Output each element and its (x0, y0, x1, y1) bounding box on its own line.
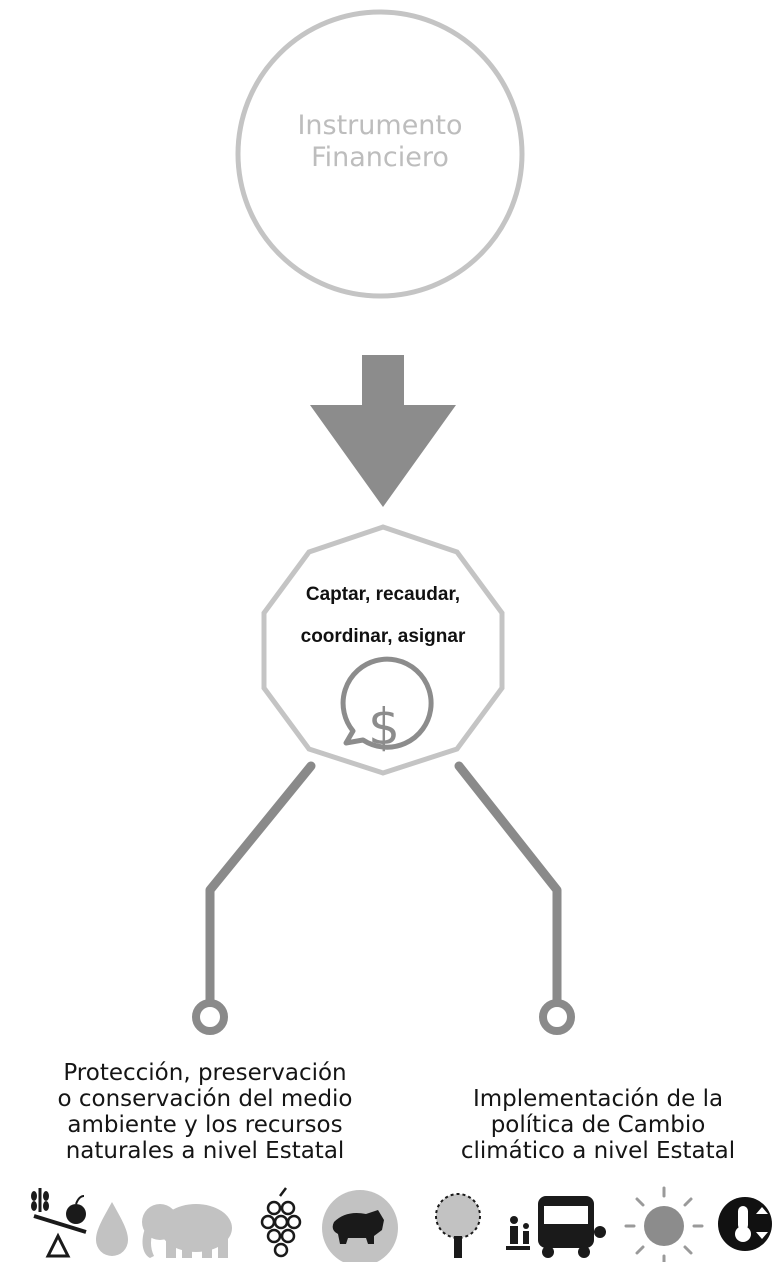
elephant-icon (142, 1204, 232, 1258)
left-branch-line2: o conservación del medio (57, 1086, 352, 1112)
top-node-line2: Financiero (311, 142, 449, 173)
thermometer-icon (718, 1197, 772, 1251)
left-connector (205, 761, 316, 1008)
pig-icon (322, 1190, 398, 1262)
sun-icon (624, 1186, 704, 1262)
svg-text:$: $ (368, 698, 400, 756)
right-branch-text: Implementación de la política de Cambio … (461, 1086, 735, 1164)
right-connector-node (539, 999, 575, 1035)
top-circle (235, 9, 525, 299)
top-node-line1: Instrumento (297, 110, 462, 141)
water-drop-icon (96, 1202, 128, 1256)
left-branch-line1: Protección, preservación (63, 1060, 346, 1086)
hub-line2: coordinar, asignar (301, 626, 466, 647)
down-arrow (310, 355, 456, 507)
left-connector-node (192, 999, 228, 1035)
right-branch-line1: Implementación de la (473, 1086, 723, 1112)
left-branch-text: Protección, preservación o conservación … (57, 1060, 352, 1164)
hub-node: Captar, recaudar, coordinar, asignar $ (261, 524, 505, 776)
grapes-icon (260, 1187, 302, 1258)
right-branch-line3: climático a nivel Estatal (461, 1138, 735, 1164)
left-branch-line4: naturales a nivel Estatal (66, 1138, 345, 1164)
right-branch-line2: política de Cambio (491, 1112, 706, 1138)
left-branch-line3: ambiente y los recursos (67, 1112, 342, 1138)
balance-food-icon (31, 1188, 87, 1258)
right-connector (454, 761, 562, 1008)
hub-decagon (261, 524, 505, 776)
hub-line1: Captar, recaudar, (306, 584, 460, 605)
bus-stop-icon (506, 1196, 606, 1258)
connectors (205, 761, 562, 1008)
dollar-speech-bubble-icon: $ (340, 656, 434, 756)
tree-icon (435, 1193, 481, 1258)
instrumento-financiero-node: Instrumento Financiero (235, 9, 525, 299)
